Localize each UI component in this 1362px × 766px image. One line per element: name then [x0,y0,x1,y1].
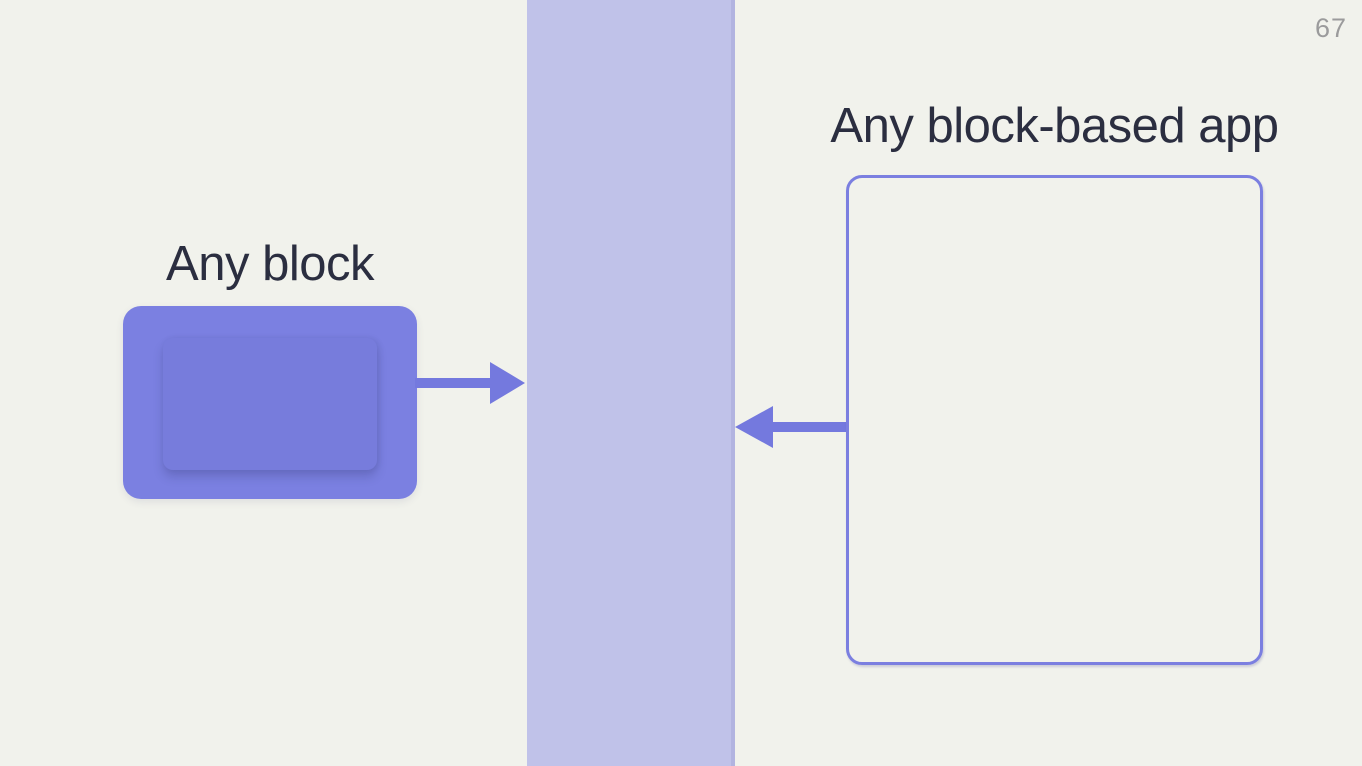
arrow-left-head [735,406,773,448]
app-box-shape [846,175,1263,665]
arrow-right-head [490,362,525,404]
left-title: Any block [166,237,374,291]
page-number: 67 [1314,13,1347,43]
any-block-inner-shape [163,338,377,470]
arrow-left-icon [735,406,847,448]
arrow-right-icon [415,362,525,404]
arrow-left-shaft [771,422,847,432]
any-block-shape [123,306,417,499]
arrow-right-shaft [415,378,495,388]
connector-band [527,0,735,766]
right-title: Any block-based app [830,99,1279,153]
